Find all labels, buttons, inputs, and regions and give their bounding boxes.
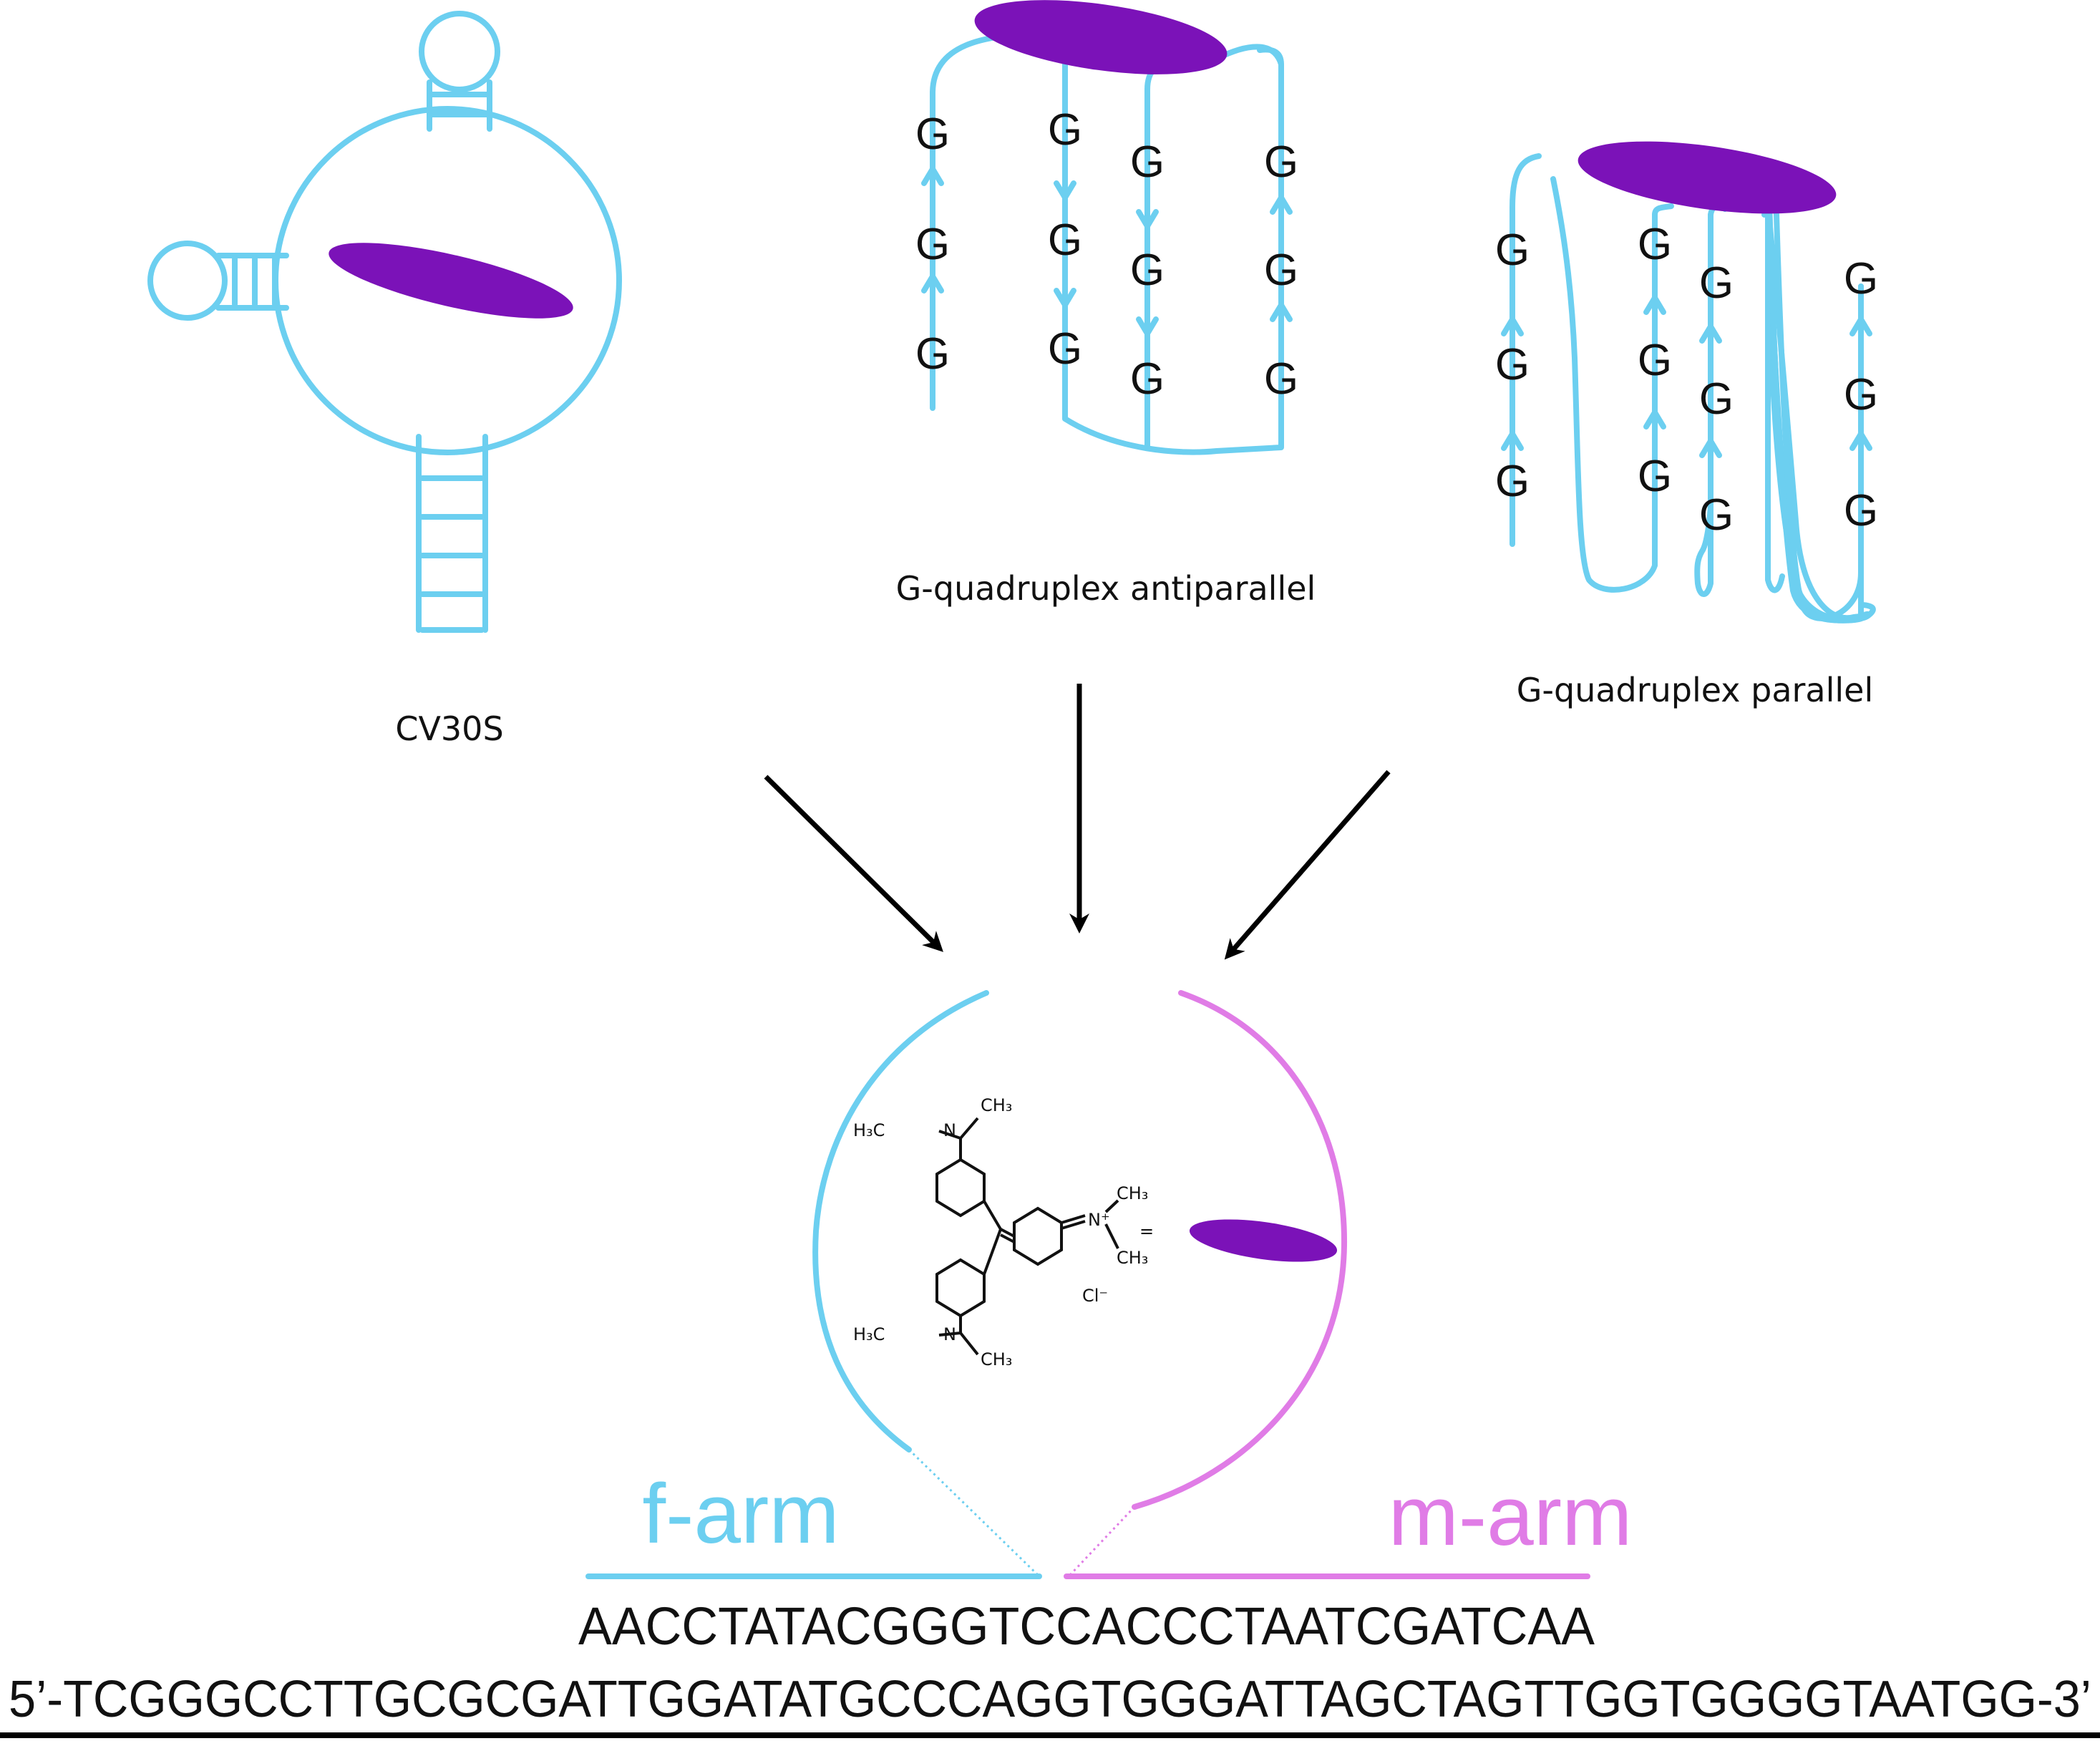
guanine-label: G: [1264, 137, 1298, 187]
nitrogen-label: N: [943, 1324, 956, 1344]
target-sequence: 5’-TCGGGCCTTGCGCGATTGGATATGCCCAGGTGGGATT…: [9, 1671, 2091, 1728]
guanine-label: G: [1699, 490, 1734, 540]
f-arm-loop: [812, 990, 989, 1453]
parallel-guanines: G G G G G G G G G G G G: [1495, 220, 1878, 540]
guanine-label: G: [1048, 215, 1082, 265]
guanine-label: G: [915, 329, 950, 379]
convergence-arrows: [764, 684, 1391, 960]
guanine-label: G: [1844, 486, 1878, 535]
methyl-group-label: CH₃: [981, 1349, 1012, 1369]
guanine-label: G: [1844, 254, 1878, 304]
guanine-label: G: [1130, 137, 1165, 187]
guanine-label: G: [1264, 354, 1298, 404]
guanine-label: G: [1699, 374, 1734, 424]
methyl-group-label: H₃C: [853, 1120, 885, 1140]
probe-sequence: AACCTATACGGGTCCACCCTAATCGATCAA: [578, 1596, 1595, 1656]
antiparallel-guanines: G G G G G G G G G G G G: [915, 105, 1298, 404]
crystal-violet-structure: H₃C N CH₃ N⁺ CH₃ CH₃ Cl⁻ H₃C N CH₃ =: [853, 1095, 1338, 1369]
guanine-label: G: [1495, 457, 1530, 506]
methyl-group-label: CH₃: [1117, 1183, 1148, 1203]
guanine-label: G: [1264, 246, 1298, 295]
nitrogen-label: N: [943, 1120, 956, 1140]
g-quadruplex-antiparallel: G G G G G G G G G G G G: [915, 0, 1298, 455]
crystal-violet-dye-cv30s: [329, 243, 573, 319]
guanine-label: G: [1495, 340, 1530, 389]
methyl-group-label: CH₃: [1117, 1248, 1148, 1268]
cv30s-side-hairpin: [147, 241, 228, 321]
methyl-group-label: H₃C: [853, 1324, 885, 1344]
guanine-label: G: [1638, 336, 1672, 385]
binary-probe: [585, 990, 1590, 1579]
benzene-ring-lower: [935, 1258, 986, 1318]
arrow-from-parallel: [1224, 770, 1391, 960]
g-quadruplex-parallel: G G G G G G G G G G G G: [1495, 141, 1878, 624]
guanine-label: G: [1495, 225, 1530, 275]
nitrogen-cation-label: N⁺: [1088, 1210, 1110, 1230]
guanine-label: G: [1130, 246, 1165, 295]
parallel-strand-arrows: [1501, 295, 1872, 458]
methyl-group-label: CH₃: [981, 1095, 1012, 1115]
arrow-from-cv30s: [764, 775, 943, 952]
guanine-label: G: [1048, 324, 1082, 374]
guanine-label: G: [1130, 354, 1165, 404]
antiparallel-label: G-quadruplex antiparallel: [896, 569, 1316, 608]
f-arm-label: f-arm: [642, 1467, 839, 1561]
chloride-label: Cl⁻: [1082, 1286, 1108, 1306]
benzene-ring-right: [1013, 1206, 1063, 1266]
cv30s-structure: [147, 11, 622, 633]
guanine-label: G: [1048, 105, 1082, 155]
parallel-label: G-quadruplex parallel: [1517, 671, 1874, 709]
antiparallel-strand-arrows: [921, 166, 1293, 336]
guanine-label: G: [1638, 220, 1672, 269]
crystal-violet-dye-parallel: [1578, 141, 1837, 214]
crystal-violet-dye-symbol: [1189, 1219, 1338, 1262]
equals-sign: =: [1139, 1221, 1154, 1241]
cv30s-label: CV30S: [395, 709, 503, 748]
crystal-violet-dye-antiparallel: [974, 0, 1228, 74]
cv30s-top-hairpin: [419, 11, 500, 92]
benzene-ring-upper: [935, 1158, 986, 1218]
m-arm-loop: [1132, 990, 1348, 1510]
guanine-label: G: [1699, 258, 1734, 308]
guanine-label: G: [915, 110, 950, 159]
guanine-label: G: [1638, 452, 1672, 501]
guanine-label: G: [915, 220, 950, 269]
guanine-label: G: [1844, 370, 1878, 420]
cv30s-stem-basepairs: [419, 475, 485, 633]
m-arm-label: m-arm: [1389, 1469, 1633, 1563]
